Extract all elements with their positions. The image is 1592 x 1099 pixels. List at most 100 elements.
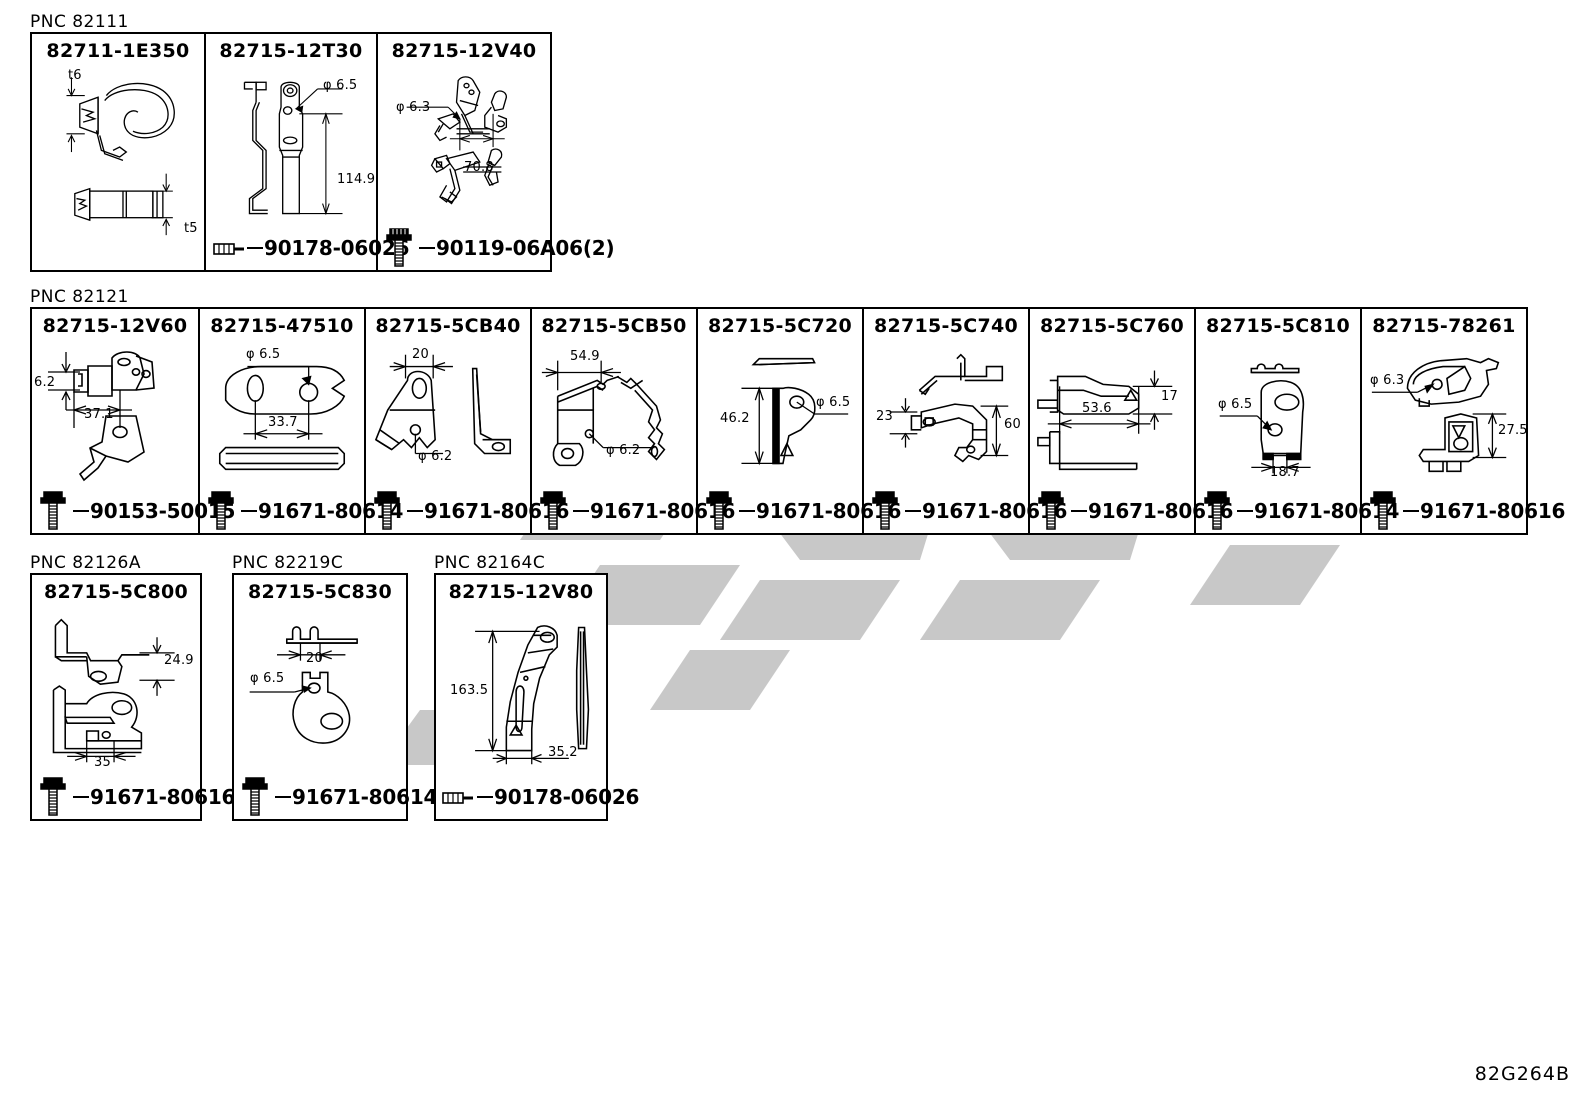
fastener-row: 91671-80614: [234, 775, 437, 819]
pnc-row: 82715-12V60: [30, 307, 1565, 535]
fastener-row: 90178-06026: [436, 775, 639, 819]
part-drawing: 23 60: [864, 339, 1028, 489]
fastener-row: [32, 226, 204, 270]
fastener-row: 91671-80616: [1362, 489, 1565, 533]
bolt-icon: [704, 489, 738, 533]
bolt-icon: [38, 489, 72, 533]
dimension-dia-65: φ 6.5: [1218, 397, 1253, 412]
dimension-462: 46.2: [720, 411, 750, 426]
dimension-275: 27.5: [1498, 423, 1528, 438]
leader-line: [247, 247, 263, 249]
fastener-row: 90178-06026: [206, 226, 409, 270]
fastener-part-number: 91671-80614: [292, 785, 438, 809]
part-number-label: 82715-47510: [210, 315, 354, 337]
dimension-t5: t5: [184, 221, 198, 236]
pnc-label: PNC 82164C: [434, 553, 546, 573]
part-number-label: 82715-5C720: [707, 315, 853, 337]
pnc-row: 82715-12V80: [434, 573, 639, 821]
part-cell-82715-5C800[interactable]: 82715-5C800: [32, 575, 235, 819]
leader-line: [1403, 510, 1419, 512]
part-drawing: 20 φ 6.5: [234, 605, 406, 775]
part-cell-82715-12V60[interactable]: 82715-12V60: [32, 309, 235, 533]
part-cell-82715-12V80[interactable]: 82715-12V80: [436, 575, 639, 819]
part-drawing: 163.5 35.2: [436, 605, 606, 775]
dimension-352: 35.2: [548, 745, 578, 760]
bolt-icon: [372, 489, 406, 533]
part-drawing: φ 6.5 33.7: [200, 339, 364, 489]
part-cell-82715-5C720[interactable]: 82715-5C720: [696, 309, 901, 533]
bolt-icon: [38, 775, 72, 819]
part-number-label: 82715-12T30: [219, 40, 363, 62]
pnc-row: 82715-5C830: [232, 573, 437, 821]
part-cell-82715-5C760[interactable]: 82715-5C760: [1028, 309, 1233, 533]
dimension-dia-65: φ 6.5: [323, 78, 358, 93]
part-cell-82715-47510[interactable]: 82715-47510: [198, 309, 403, 533]
fastener-row: 91671-80616: [864, 489, 1067, 533]
dimension-708: 70.8: [464, 160, 494, 175]
pnc-label: PNC 82121: [30, 287, 129, 307]
part-cell-82715-5C740[interactable]: 82715-5C740: [862, 309, 1067, 533]
part-cell-82715-5C830[interactable]: 82715-5C830: [234, 575, 437, 819]
dimension-dia-62: φ 6.2: [418, 449, 453, 464]
leader-line: [73, 796, 89, 798]
bolt-icon: [870, 489, 904, 533]
part-number-label: 82715-78261: [1372, 315, 1516, 337]
part-drawing: 6.2 37.1: [32, 339, 198, 489]
dimension-dia-63: φ 6.3: [396, 100, 431, 115]
fastener-part-number: 91671-80616: [90, 785, 236, 809]
dimension-1635: 163.5: [450, 683, 489, 698]
dimension-20: 20: [412, 347, 429, 362]
part-drawing: 54.9 φ 6.2: [532, 339, 696, 489]
leader-line: [573, 510, 589, 512]
bolt-icon: [1202, 489, 1236, 533]
leader-line: [905, 510, 921, 512]
bolt-icon: [1036, 489, 1070, 533]
dimension-20: 20: [306, 651, 323, 666]
fastener-part-number: 90178-06026: [264, 236, 410, 260]
part-number-label: 82715-12V60: [42, 315, 188, 337]
part-cell-82715-78261[interactable]: 82715-78261: [1360, 309, 1565, 533]
part-number-label: 82715-5C800: [43, 581, 189, 603]
part-cell-82715-5CB50[interactable]: 82715-5CB50: [530, 309, 735, 533]
leader-line: [477, 796, 493, 798]
fastener-part-number: 91671-80616: [1420, 499, 1566, 523]
fastener-row: 91671-80616: [698, 489, 901, 533]
part-drawing: 17 53.6: [1030, 339, 1194, 489]
dimension-549: 54.9: [570, 349, 600, 364]
part-drawing: 24.9 35: [32, 605, 200, 775]
fastener-row: 91671-80614: [1196, 489, 1399, 533]
part-number-label: 82715-12V40: [391, 40, 537, 62]
part-drawing: 46.2 φ 6.5: [698, 339, 862, 489]
dimension-t6: t6: [68, 68, 82, 83]
pnc-group-82121: PNC 82121 82715-12V60: [30, 287, 1565, 535]
dimension-62: 6.2: [34, 375, 56, 390]
part-cell-82715-5C810[interactable]: 82715-5C810: [1194, 309, 1399, 533]
fastener-part-number: 91671-80614: [258, 499, 404, 523]
dimension-17: 17: [1161, 389, 1178, 404]
fastener-part-number: 90119-06A06(2): [436, 236, 615, 260]
part-number-label: 82715-5C760: [1039, 315, 1185, 337]
pnc-label: PNC 82111: [30, 12, 129, 32]
pnc-group-82219C: PNC 82219C 82715-5C830: [232, 553, 437, 821]
part-cell-82711-1E350[interactable]: 82711-1E350: [32, 34, 204, 270]
pnc-label: PNC 82219C: [232, 553, 344, 573]
part-cell-82715-5CB40[interactable]: 82715-5CB40: [364, 309, 569, 533]
bolt-icon: [538, 489, 572, 533]
fastener-row: 91671-80616: [532, 489, 735, 533]
part-drawing: φ 6.5 114.9: [206, 64, 376, 226]
part-number-label: 82715-5CB50: [541, 315, 687, 337]
part-cell-82715-12T30[interactable]: 82715-12T30: [204, 34, 409, 270]
dimension-371: 37.1: [84, 407, 114, 422]
part-number-label: 82711-1E350: [46, 40, 190, 62]
bolt-icon: [384, 226, 418, 270]
dimension-337: 33.7: [268, 415, 298, 430]
clip-icon: [212, 226, 246, 270]
fastener-row: 90119-06A06(2): [378, 226, 615, 270]
part-number-label: 82715-5C830: [247, 581, 393, 603]
dimension-dia-65: φ 6.5: [250, 671, 285, 686]
part-drawing: φ 6.5 18.7: [1196, 339, 1360, 489]
part-cell-82715-12V40[interactable]: 82715-12V40: [376, 34, 615, 270]
fastener-row: 91671-80616: [32, 775, 235, 819]
pnc-row: 82711-1E350: [30, 32, 615, 272]
